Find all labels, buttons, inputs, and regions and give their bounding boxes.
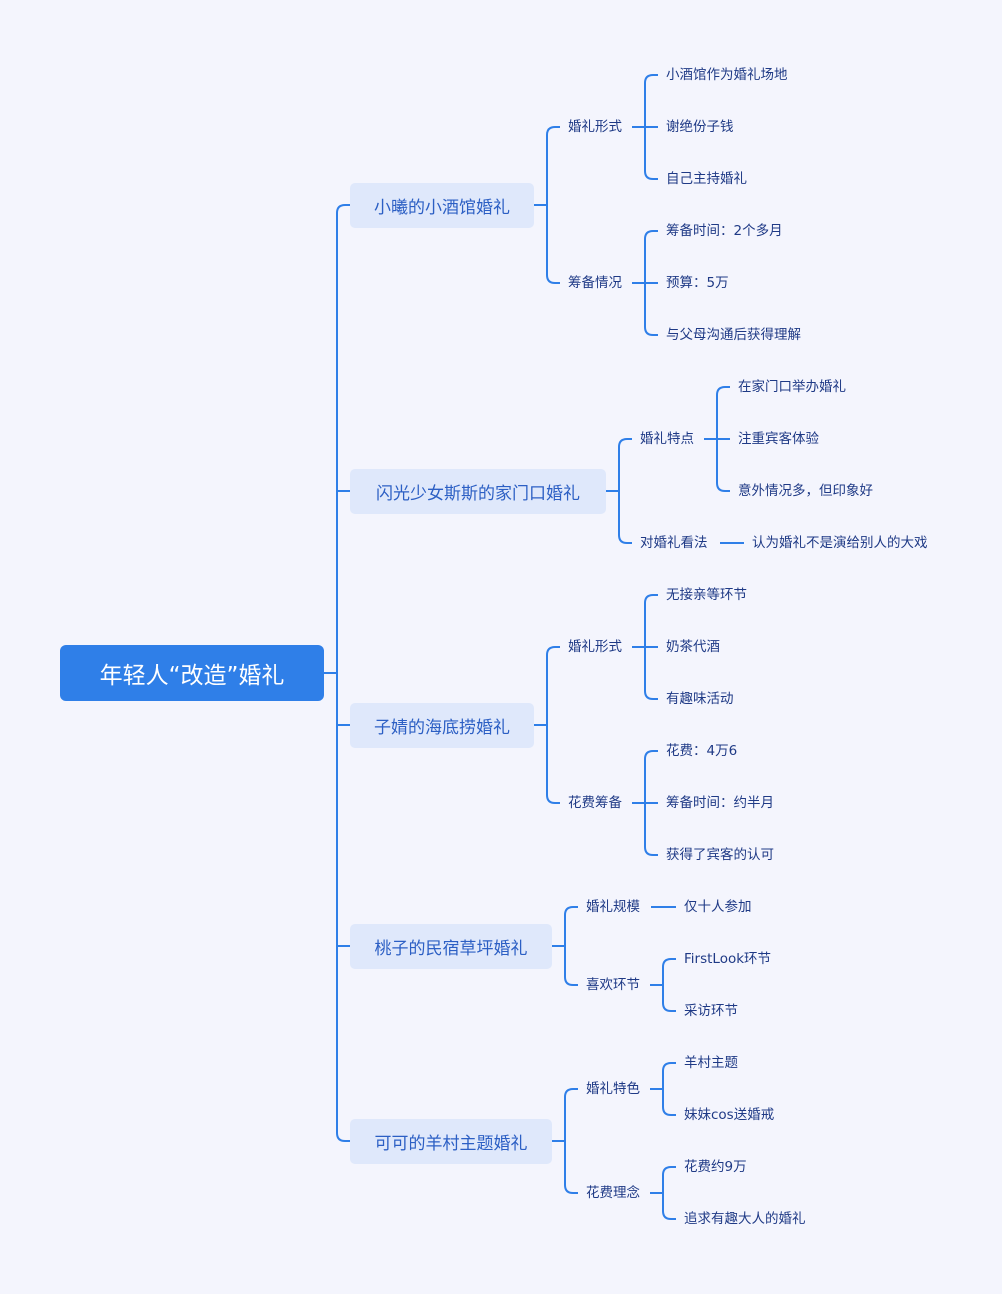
leaf-topic[interactable]: 采访环节 [684,1003,738,1019]
leaf-topic[interactable]: 花费约9万 [684,1159,747,1175]
leaf-topic[interactable]: 有趣味活动 [666,691,734,707]
leaf-topic[interactable]: 追求有趣大人的婚礼 [684,1211,806,1227]
subtopic[interactable]: 花费理念 [586,1185,640,1201]
subtopic[interactable]: 婚礼特点 [640,431,694,447]
leaf-topic[interactable]: 自己主持婚礼 [666,171,747,187]
subtopic[interactable]: 喜欢环节 [586,977,640,993]
connector-line [716,386,730,396]
subtopic[interactable]: 花费筹备 [568,795,622,811]
leaf-topic[interactable]: 与父母沟通后获得理解 [666,327,801,343]
leaf-topic[interactable]: 妹妹cos送婚戒 [684,1107,775,1123]
connector-line [564,1184,578,1194]
connector-line [546,646,560,656]
connector-line [644,846,658,856]
connector-line [546,126,560,136]
connector-line [644,594,658,604]
leaf-topic[interactable]: 小酒馆作为婚礼场地 [666,67,788,83]
leaf-topic[interactable]: 注重宾客体验 [738,431,819,447]
leaf-topic[interactable]: FirstLook环节 [684,951,772,967]
connector-line [564,1088,578,1098]
leaf-topic[interactable]: 无接亲等环节 [666,587,747,603]
subtopic[interactable]: 对婚礼看法 [640,535,708,551]
connector-line [662,1106,676,1116]
branch-topic[interactable]: 桃子的民宿草坪婚礼 [350,923,552,969]
branch-topic[interactable]: 闪光少女斯斯的家门口婚礼 [350,468,606,514]
leaf-topic[interactable]: 筹备时间：2个多月 [666,223,783,239]
connector-line [644,74,658,84]
leaf-topic[interactable]: 谢绝份子钱 [666,119,734,135]
connector-line [336,204,350,214]
leaf-topic[interactable]: 仅十人参加 [684,899,752,915]
connector-line [662,1210,676,1220]
subtopic[interactable]: 婚礼形式 [568,119,622,135]
branch-topic[interactable]: 可可的羊村主题婚礼 [350,1118,552,1164]
leaf-topic[interactable]: 花费：4万6 [666,743,738,759]
leaf-topic[interactable]: 羊村主题 [684,1055,738,1071]
leaf-topic[interactable]: 意外情况多，但印象好 [738,483,873,499]
connector-line [644,170,658,180]
subtopic[interactable]: 婚礼特色 [586,1081,640,1097]
connector-line [336,1132,350,1142]
connector-line [644,230,658,240]
subtopic[interactable]: 婚礼形式 [568,639,622,655]
connector-line [644,690,658,700]
connector-line [644,750,658,760]
connector-line [618,438,632,448]
subtopic[interactable]: 婚礼规模 [586,899,640,915]
leaf-topic[interactable]: 奶茶代酒 [666,639,720,655]
branch-topic[interactable]: 小曦的小酒馆婚礼 [350,182,534,228]
connector-line [662,958,676,968]
connector-line [716,482,730,492]
connector-line [618,534,632,544]
leaf-topic[interactable]: 预算：5万 [666,275,729,291]
connector-line [662,1062,676,1072]
connector-line [644,326,658,336]
leaf-topic[interactable]: 认为婚礼不是演给别人的大戏 [752,535,928,551]
connector-line [564,976,578,986]
branch-topic[interactable]: 子婧的海底捞婚礼 [350,702,534,748]
root-topic[interactable]: 年轻人“改造”婚礼 [60,645,324,701]
connector-line [546,274,560,284]
connector-line [546,794,560,804]
connector-line [662,1002,676,1012]
connector-line [662,1166,676,1176]
leaf-topic[interactable]: 在家门口举办婚礼 [738,379,846,395]
subtopic[interactable]: 筹备情况 [568,275,622,291]
leaf-topic[interactable]: 筹备时间：约半月 [666,795,774,811]
leaf-topic[interactable]: 获得了宾客的认可 [666,847,774,863]
connector-line [564,906,578,916]
